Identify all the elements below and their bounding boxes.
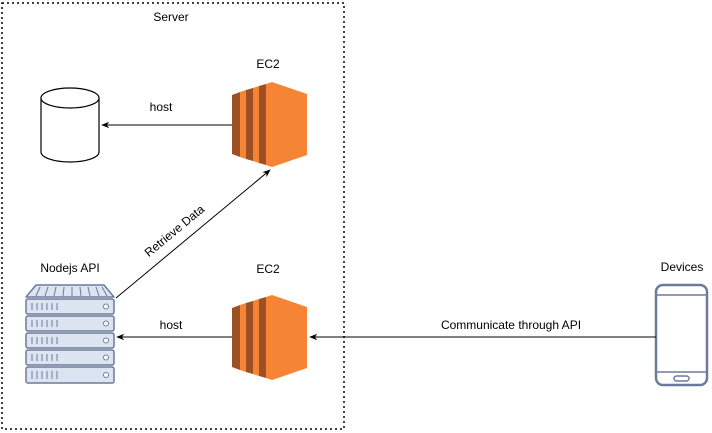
edge-nodejs-to-ec2 — [115, 169, 271, 299]
database-cylinder-icon — [40, 87, 100, 163]
edge-communicate-label: Communicate through API — [441, 318, 581, 332]
server-boundary — [1, 2, 345, 430]
ec2-top-label: EC2 — [256, 57, 280, 71]
edge-host-top-label: host — [150, 100, 173, 114]
server-rack-icon — [25, 284, 115, 384]
nodejs-api-label: Nodejs API — [40, 261, 99, 275]
devices-label: Devices — [661, 260, 704, 274]
ec2-bottom-label: EC2 — [256, 262, 280, 276]
edge-host-bottom-label: host — [160, 318, 183, 332]
mobile-phone-icon — [654, 283, 709, 387]
server-label: Server — [153, 10, 188, 24]
ec2-icon-bottom — [232, 295, 307, 380]
ec2-icon-top — [232, 82, 307, 167]
